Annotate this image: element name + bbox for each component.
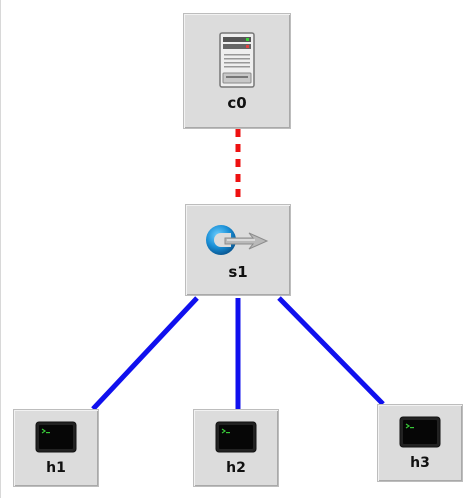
host-terminal-icon [399,416,441,448]
host-terminal-icon [215,421,257,453]
host-node-h2[interactable]: h2 [193,409,279,487]
controller-server-icon [219,31,255,88]
link-s1-h3[interactable] [277,296,385,406]
link-s1-h1[interactable] [91,296,199,411]
host-node-h3[interactable]: h3 [377,404,463,482]
openflow-switch-icon [203,220,273,260]
switch-label: s1 [228,263,248,281]
host-node-h1[interactable]: h1 [13,409,99,487]
host-label: h1 [46,460,66,476]
host-label: h2 [226,460,246,476]
host-label: h3 [410,455,430,471]
controller-node-c0[interactable]: c0 [183,13,291,129]
switch-node-s1[interactable]: s1 [185,204,291,296]
controller-label: c0 [227,93,247,112]
host-terminal-icon [35,421,77,453]
